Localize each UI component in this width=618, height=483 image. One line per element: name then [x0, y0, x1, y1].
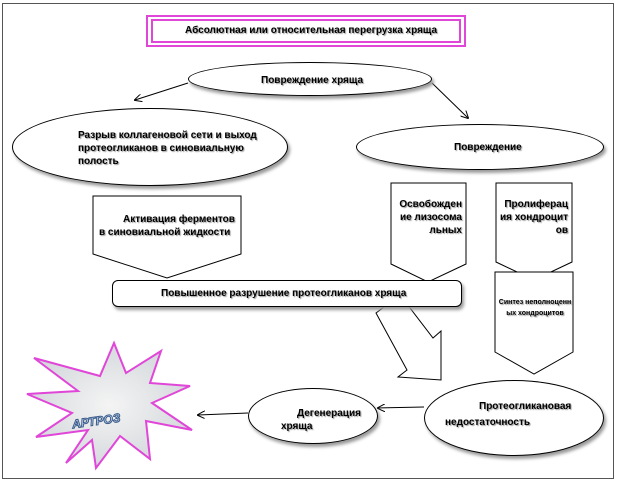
- node-destruction-label: Повышенное разрушение протеогликанов хря…: [161, 288, 407, 299]
- node-injury: Повреждение: [356, 124, 604, 170]
- node-insufficiency-label: Протеогликановая недостаточность: [445, 401, 572, 428]
- diagram-frame: [2, 3, 614, 479]
- node-release-label: Освобождение лизосомальных: [399, 199, 462, 236]
- node-synthesis-label: Синтез неполноценных хондроцитов: [498, 299, 572, 317]
- node-prolif-label: Пролиферация хондроцитов: [500, 199, 568, 236]
- node-activation-label: Активация ферментов в синовиальной жидко…: [99, 214, 235, 238]
- node-collagen: Разрыв коллагеновой сети и выход протеог…: [12, 108, 288, 186]
- node-destruction: Повышенное разрушение протеогликанов хря…: [112, 280, 462, 307]
- title-box-inner: [151, 19, 461, 43]
- node-damage-label: Повреждение хряща: [261, 75, 364, 86]
- release-shape: [390, 182, 467, 283]
- title-text: Абсолютная или относительная перегрузка …: [185, 25, 438, 36]
- node-collagen-label: Разрыв коллагеновой сети и выход протеог…: [78, 130, 257, 167]
- big-arrow: [375, 294, 442, 381]
- node-damage: Повреждение хряща: [188, 62, 432, 96]
- node-degeneration-label: Дегенерация хряща: [281, 408, 361, 432]
- synthesis-shape: [494, 271, 574, 375]
- arrow-to-injury: [431, 82, 468, 118]
- arrow-to-arthrosis: [198, 413, 249, 415]
- arrow-to-collagen: [135, 82, 189, 100]
- arrow-to-degeneration: [378, 407, 425, 408]
- arthrosis-star: [26, 340, 193, 471]
- activation-shape: [92, 195, 242, 279]
- node-injury-label: Повреждение: [454, 142, 522, 153]
- node-degeneration: Дегенерация хряща: [248, 388, 378, 444]
- prolif-shape: [495, 182, 573, 281]
- node-insufficiency: Протеогликановая недостаточность: [424, 380, 604, 456]
